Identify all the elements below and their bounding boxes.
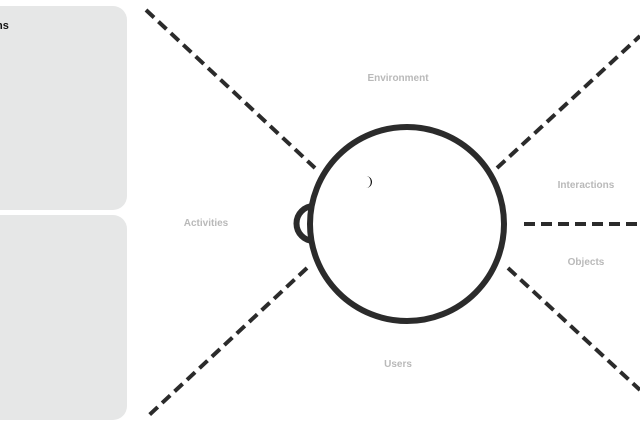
divider-line-bottom-left — [144, 266, 309, 420]
label-activities: Activities — [183, 218, 229, 229]
eye-icon — [366, 176, 372, 188]
divider-line-top-left — [144, 8, 317, 170]
label-users: Users — [384, 359, 412, 370]
head-icon — [293, 124, 507, 324]
divider-line-top-right — [495, 34, 640, 170]
label-interactions: Interactions — [557, 180, 615, 191]
divider-line-bottom-right — [506, 266, 640, 392]
left-panel-bottom: l — [0, 215, 127, 420]
head-circle — [307, 124, 507, 324]
label-objects: Objects — [567, 257, 605, 268]
left-panel-top-title: ns — [0, 20, 9, 32]
left-panel-top: ns — [0, 6, 127, 210]
label-environment: Environment — [367, 73, 429, 84]
